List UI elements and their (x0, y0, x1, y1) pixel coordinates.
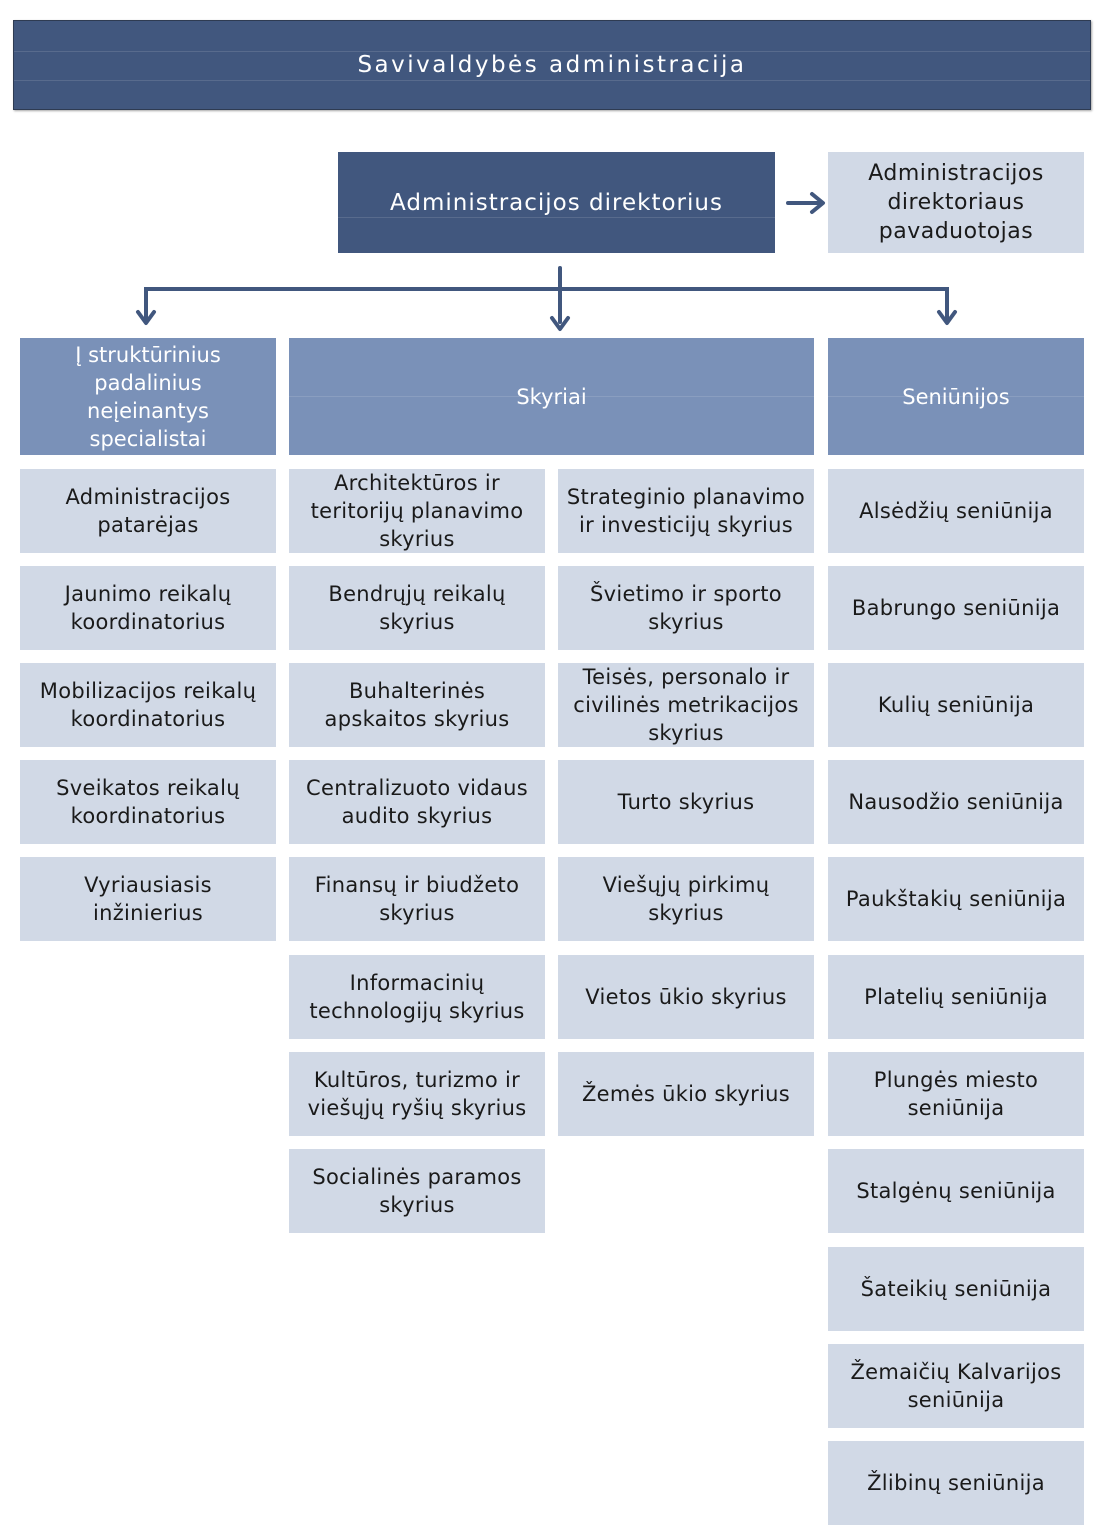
eldership-item: Kulių seniūnija (828, 663, 1084, 747)
department-label: Architektūros ir teritorijų planavimo sk… (310, 471, 524, 551)
department-label: Žemės ūkio skyrius (581, 1082, 791, 1106)
eldership-label: Babrungo seniūnija (851, 596, 1061, 620)
eldership-label: Stalgėnų seniūnija (856, 1179, 1056, 1203)
department-item: Viešųjų pirkimų skyrius (558, 857, 814, 941)
department-label: Teisės, personalo ir civilinės metrikaci… (573, 665, 799, 745)
eldership-item: Alsėdžių seniūnija (828, 469, 1084, 553)
department-item: Žemės ūkio skyrius (558, 1052, 814, 1136)
department-label: Turto skyrius (617, 790, 755, 814)
eldership-item: Babrungo seniūnija (828, 566, 1084, 650)
connector-lines (136, 192, 957, 331)
department-item: Turto skyrius (558, 760, 814, 844)
specialist-item: Sveikatos reikalų koordinatorius (20, 760, 276, 844)
department-label: Informacinių technologijų skyrius (309, 971, 525, 1023)
specialist-item: Jaunimo reikalų koordinatorius (20, 566, 276, 650)
eldership-item: Žlibinų seniūnija (828, 1441, 1084, 1525)
department-label: Viešųjų pirkimų skyrius (602, 873, 770, 925)
department-item: Finansų ir biudžeto skyrius (289, 857, 545, 941)
eldership-item: Šateikių seniūnija (828, 1247, 1084, 1331)
departments-header: Skyriai (289, 338, 814, 455)
organization-title-text: Savivaldybės administracija (357, 52, 747, 78)
eldership-label: Plungės miesto seniūnija (873, 1068, 1039, 1120)
eldership-item: Platelių seniūnija (828, 955, 1084, 1039)
specialist-item: Mobilizacijos reikalų koordinatorius (20, 663, 276, 747)
deputy-box: Administracijos direktoriaus pavaduotoja… (828, 152, 1084, 253)
director-box: Administracijos direktorius (338, 152, 775, 253)
elderships-header: Seniūnijos (828, 338, 1084, 455)
department-item: Centralizuoto vidaus audito skyrius (289, 760, 545, 844)
arrow-down-departments-icon (550, 316, 570, 331)
eldership-item: Nausodžio seniūnija (828, 760, 1084, 844)
organization-title: Savivaldybės administracija (13, 20, 1091, 110)
eldership-label: Žemaičių Kalvarijos seniūnija (850, 1360, 1062, 1412)
department-item: Architektūros ir teritorijų planavimo sk… (289, 469, 545, 553)
specialist-label: Jaunimo reikalų koordinatorius (64, 582, 232, 634)
deputy-label: Administracijos direktoriaus pavaduotoja… (868, 161, 1044, 244)
department-item: Kultūros, turizmo ir viešųjų ryšių skyri… (289, 1052, 545, 1136)
arrow-down-specialists-icon (136, 310, 156, 325)
department-label: Buhalterinės apskaitos skyrius (324, 679, 510, 731)
specialist-label: Mobilizacijos reikalų koordinatorius (39, 679, 257, 731)
eldership-item: Žemaičių Kalvarijos seniūnija (828, 1344, 1084, 1428)
director-label: Administracijos direktorius (390, 189, 723, 216)
department-label: Finansų ir biudžeto skyrius (314, 873, 520, 925)
department-label: Vietos ūkio skyrius (585, 985, 787, 1009)
connector-bus (144, 287, 949, 320)
eldership-label: Žlibinų seniūnija (867, 1471, 1045, 1495)
specialist-item: Administracijos patarėjas (20, 469, 276, 553)
department-label: Švietimo ir sporto skyrius (590, 582, 782, 634)
eldership-label: Paukštakių seniūnija (845, 887, 1067, 911)
department-item: Informacinių technologijų skyrius (289, 955, 545, 1039)
eldership-label: Platelių seniūnija (864, 985, 1048, 1009)
department-item: Strateginio planavimo ir investicijų sky… (558, 469, 814, 553)
arrow-down-elderships-icon (937, 310, 957, 325)
eldership-label: Alsėdžių seniūnija (859, 499, 1053, 523)
elderships-header-label: Seniūnijos (902, 384, 1010, 409)
department-item: Socialinės paramos skyrius (289, 1149, 545, 1233)
eldership-label: Kulių seniūnija (877, 693, 1035, 717)
eldership-label: Šateikių seniūnija (860, 1277, 1052, 1301)
departments-header-label: Skyriai (516, 384, 587, 409)
eldership-item: Plungės miesto seniūnija (828, 1052, 1084, 1136)
department-label: Socialinės paramos skyrius (312, 1165, 522, 1217)
department-label: Bendrųjų reikalų skyrius (328, 582, 506, 634)
specialist-label: Administracijos patarėjas (65, 485, 231, 537)
department-item: Teisės, personalo ir civilinės metrikaci… (558, 663, 814, 747)
department-label: Kultūros, turizmo ir viešųjų ryšių skyri… (307, 1068, 527, 1120)
department-item: Švietimo ir sporto skyrius (558, 566, 814, 650)
department-label: Strateginio planavimo ir investicijų sky… (566, 485, 806, 537)
department-item: Vietos ūkio skyrius (558, 955, 814, 1039)
eldership-item: Stalgėnų seniūnija (828, 1149, 1084, 1233)
specialist-label: Vyriausiasis inžinierius (84, 873, 212, 925)
department-item: Buhalterinės apskaitos skyrius (289, 663, 545, 747)
eldership-label: Nausodžio seniūnija (848, 790, 1064, 814)
specialist-label: Sveikatos reikalų koordinatorius (56, 776, 240, 828)
eldership-item: Paukštakių seniūnija (828, 857, 1084, 941)
specialists-header: Į struktūrinius padalinius neįeinantys s… (20, 338, 276, 455)
specialists-header-label: Į struktūrinius padalinius neįeinantys s… (75, 342, 221, 451)
department-label: Centralizuoto vidaus audito skyrius (306, 776, 528, 828)
deputy-arrow-icon (786, 192, 825, 214)
specialist-item: Vyriausiasis inžinierius (20, 857, 276, 941)
department-item: Bendrųjų reikalų skyrius (289, 566, 545, 650)
